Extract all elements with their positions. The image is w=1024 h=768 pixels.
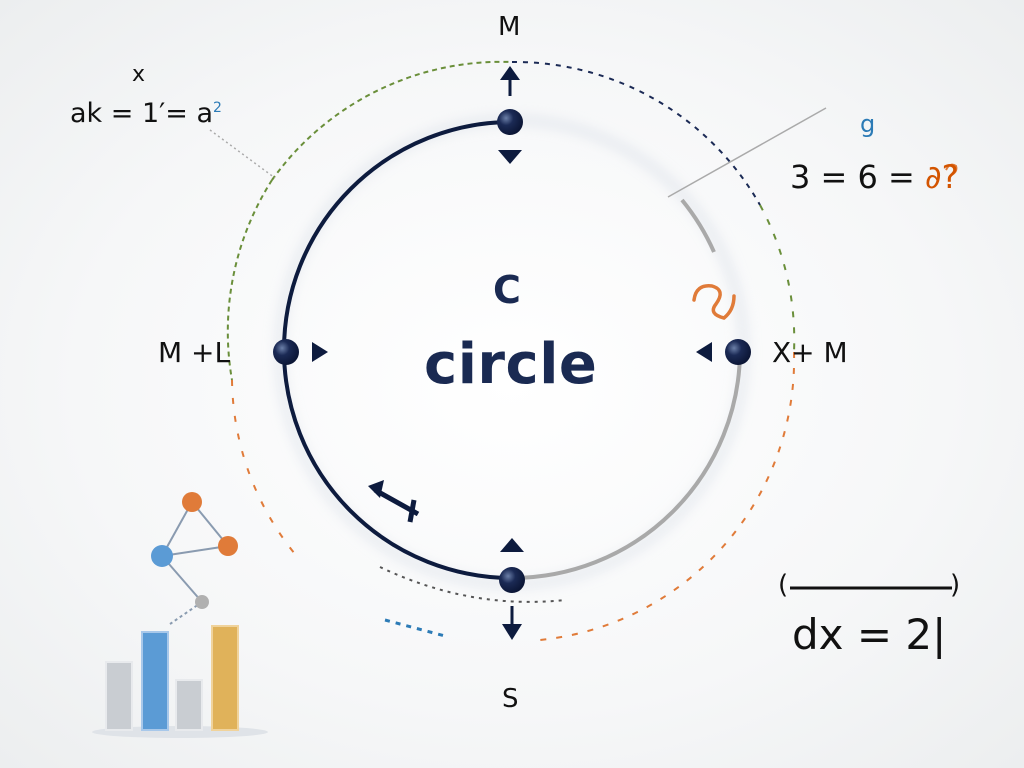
equation-top-left-variable: x: [132, 62, 146, 87]
node-ball-left: [273, 339, 299, 365]
outer-ring-green-arc: [271, 60, 513, 181]
paren-right-icon: ): [950, 570, 961, 600]
equation-top-right-tail: ∂?: [925, 158, 959, 196]
node-ball-top: [497, 109, 523, 135]
equation-top-right: 3 = 6 = ∂?: [790, 158, 959, 196]
equation-top-left-text: ak = 1′= a: [70, 98, 214, 129]
arrow-up-top-icon: [500, 66, 520, 80]
bar-chart-icon: [92, 625, 268, 738]
orange-squiggle-icon: [692, 284, 736, 320]
equation-top-left-superscript: 2: [213, 100, 222, 116]
triangle-left-right-icon: [696, 342, 712, 362]
main-circle-gray-arc: [511, 351, 742, 580]
outer-ring-green-arc-left: [226, 179, 273, 381]
leader-line-top-right: [667, 107, 827, 198]
outer-ring-orange-arc: [539, 351, 796, 641]
equation-top-left: ak = 1′= a2: [70, 98, 222, 129]
center-letter: C: [493, 268, 521, 312]
equation-top-right-variable: g: [860, 110, 876, 138]
equation-top-right-text: 3 = 6 =: [790, 158, 926, 196]
leader-line-top-left: [209, 129, 276, 179]
double-arrow-icon: [368, 480, 420, 523]
outer-ring-green-arc-right: [759, 204, 796, 353]
node-label-left: M +L: [158, 336, 231, 369]
molecule-icon: [151, 492, 238, 625]
node-ball-bottom: [499, 567, 525, 593]
triangle-right-left-icon: [312, 342, 328, 362]
main-circle-gray-fragment: [680, 198, 716, 253]
node-label-top: M: [498, 12, 521, 42]
inner-dotted-arc: [379, 566, 566, 603]
node-label-right: X+ M: [772, 336, 848, 369]
triangle-up-bottom-icon: [500, 538, 524, 552]
orange-hook-icon: [945, 163, 958, 177]
node-label-bottom: S: [502, 684, 519, 714]
outer-ring-blue-dash: [384, 618, 446, 638]
equation-bottom-right: dx = 2|: [792, 610, 947, 659]
outer-ring-orange-arc-left: [231, 379, 301, 561]
node-ball-right: [725, 339, 751, 365]
outer-ring-navy-arc: [511, 60, 761, 206]
paren-left-icon: (: [778, 570, 789, 600]
triangle-down-top-icon: [498, 150, 522, 164]
diagram-title: circle: [424, 332, 598, 397]
arrow-down-bottom-icon: [502, 624, 522, 640]
